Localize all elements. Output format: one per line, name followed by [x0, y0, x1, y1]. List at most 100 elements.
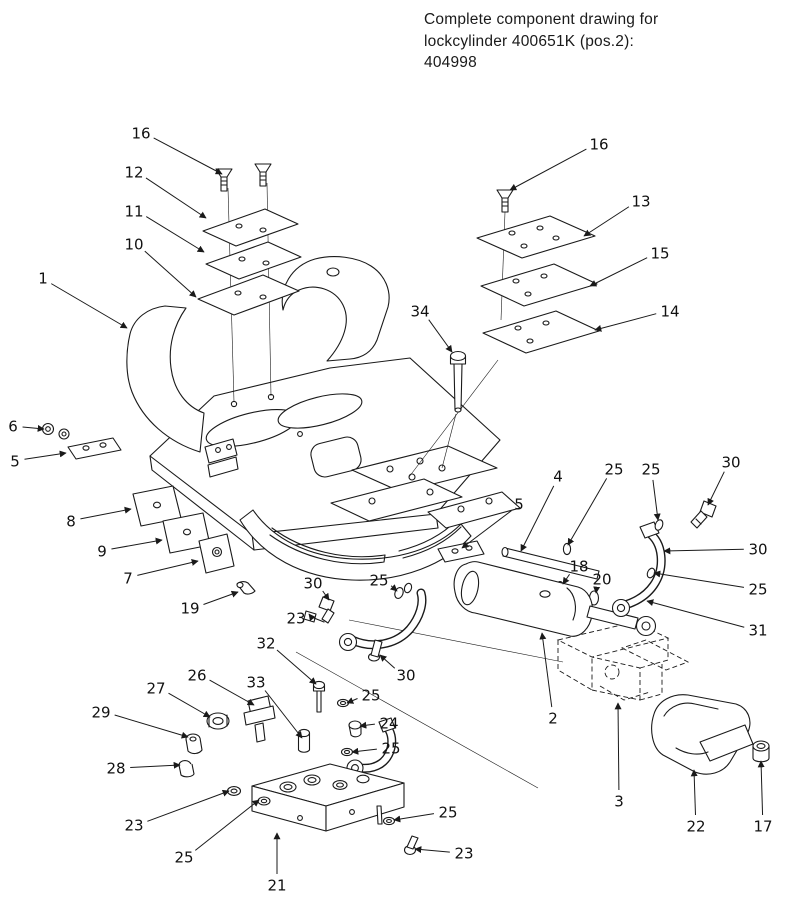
- callout-32: 32: [256, 635, 317, 685]
- callout-34: 34: [410, 303, 453, 353]
- callout-leader-line: [24, 450, 67, 460]
- callout-leader-line: [145, 216, 205, 253]
- callout-number: 14: [660, 303, 679, 321]
- callout-number: 10: [124, 236, 143, 254]
- callout-number: 25: [748, 581, 767, 599]
- callout-2: 2: [539, 632, 558, 728]
- part-block-7: [198, 533, 235, 574]
- callout-leader-line: [583, 206, 630, 237]
- callout-25: 25: [346, 687, 381, 705]
- callout-number: 11: [124, 203, 143, 221]
- callout-number: 16: [589, 136, 608, 154]
- callout-leader-line: [393, 813, 435, 823]
- callout-leader-line: [562, 573, 570, 585]
- callout-number: 12: [124, 164, 143, 182]
- title-line-1: Complete component drawing for: [424, 11, 659, 28]
- callout-number: 4: [553, 468, 563, 486]
- callout-number: 9: [97, 543, 107, 561]
- callout-number: 13: [631, 193, 650, 211]
- callout-12: 12: [124, 164, 207, 219]
- callout-number: 27: [146, 680, 165, 698]
- callout-leader-line: [646, 599, 745, 628]
- callout-leader-line: [707, 471, 725, 506]
- callout-leader-line: [145, 177, 207, 219]
- callout-number: 34: [410, 303, 429, 321]
- callout-25: 25: [351, 740, 401, 758]
- part-small-fittings-top: [297, 680, 362, 757]
- callout-leader-line: [194, 799, 260, 851]
- callout-leader-line: [130, 761, 181, 769]
- callout-leader-line: [539, 632, 553, 708]
- callout-number: 32: [256, 635, 275, 653]
- callout-leader-line: [428, 319, 453, 353]
- part-nuts-6: [41, 422, 70, 440]
- callout-23: 23: [414, 845, 474, 863]
- title-line-3: 404998: [424, 54, 477, 71]
- callout-leader-line: [203, 590, 239, 605]
- callout-number: 25: [381, 740, 400, 758]
- part-hose-30-middle: [303, 582, 427, 662]
- callout-10: 10: [124, 236, 197, 298]
- callout-leader-line: [209, 679, 255, 706]
- callout-leader-line: [690, 769, 698, 816]
- callout-leader-line: [114, 714, 189, 739]
- callout-11: 11: [124, 203, 205, 253]
- callout-15: 15: [589, 245, 670, 287]
- callout-leader-line: [308, 613, 316, 622]
- part-plate-stack-right: [476, 215, 600, 354]
- part-main-frame: [126, 256, 521, 581]
- callout-30: 30: [663, 541, 768, 559]
- callout-number: 25: [438, 804, 457, 822]
- callout-number: 2: [548, 710, 558, 728]
- callout-leader-line: [264, 690, 303, 739]
- drawing-title-block: Complete component drawing for lockcylin…: [424, 9, 658, 74]
- callout-leader-line: [652, 479, 661, 521]
- callout-23: 23: [286, 610, 316, 628]
- callout-leader-line: [389, 584, 398, 592]
- callout-leader-line: [757, 760, 765, 816]
- callout-25: 25: [369, 572, 398, 592]
- callout-number: 31: [748, 622, 767, 640]
- part-plate-stack-left: [197, 208, 302, 316]
- callout-number: 23: [124, 817, 143, 835]
- callout-leader-line: [461, 510, 512, 549]
- callout-27: 27: [146, 680, 211, 718]
- callout-30: 30: [379, 654, 416, 685]
- callout-31: 31: [646, 599, 768, 640]
- part-banjo-bolt-30-right: [690, 500, 717, 529]
- callout-30: 30: [303, 575, 330, 601]
- callout-number: 1: [38, 270, 48, 288]
- callout-number: 21: [267, 877, 286, 895]
- part-wedge-22: [651, 694, 754, 775]
- callout-number: 17: [753, 818, 772, 836]
- callout-25: 25: [653, 570, 768, 599]
- callout-13: 13: [583, 193, 651, 237]
- callout-leader-line: [153, 137, 223, 175]
- callout-leader-line: [346, 697, 358, 704]
- callout-leader-line: [520, 485, 555, 552]
- callout-number: 6: [8, 418, 18, 436]
- part-lock-housing-3-ghost: [556, 621, 690, 701]
- callout-29: 29: [91, 704, 189, 739]
- callout-number: 30: [721, 454, 740, 472]
- part-screw-16-right: [496, 189, 514, 213]
- callout-number: 26: [187, 667, 206, 685]
- callout-7: 7: [123, 559, 199, 588]
- callout-leader-line: [663, 547, 744, 555]
- callout-3: 3: [614, 702, 624, 811]
- callout-number: 30: [748, 541, 767, 559]
- callout-number: 5: [514, 496, 524, 514]
- callout-14: 14: [594, 303, 680, 332]
- callout-leader-line: [111, 537, 163, 550]
- callout-5: 5: [461, 496, 524, 549]
- callout-leader-line: [594, 313, 657, 332]
- callout-leader-line: [351, 747, 377, 755]
- callout-19: 19: [180, 590, 239, 618]
- callout-number: 7: [123, 570, 133, 588]
- part-bolt-34: [441, 350, 467, 469]
- callout-number: 29: [91, 704, 110, 722]
- callout-number: 23: [286, 610, 305, 628]
- callout-leader-line: [50, 283, 128, 329]
